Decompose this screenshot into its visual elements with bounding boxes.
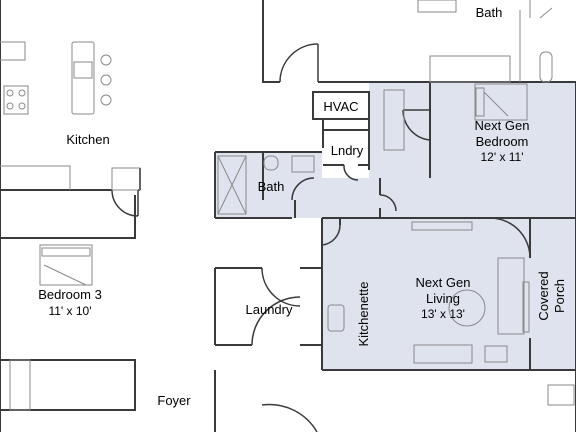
kitchenette-label: Kitchenette <box>356 281 371 346</box>
covered-porch-label-2: Porch <box>552 279 567 313</box>
nextgen-bedroom-label-2: Bedroom <box>476 134 529 149</box>
laundry-label: Laundry <box>246 302 293 317</box>
nextgen-bedroom-size: 12' x 11' <box>480 150 523 164</box>
lndry-label: Lndry <box>331 143 364 158</box>
bath-top-label: Bath <box>476 5 503 20</box>
bedroom3-label: Bedroom 3 <box>38 287 102 302</box>
covered-porch-label-1: Covered <box>536 271 551 320</box>
door-swings <box>111 43 531 432</box>
nextgen-living-label-2: Living <box>426 291 460 306</box>
kitchen-label: Kitchen <box>66 132 109 147</box>
fixtures <box>0 0 575 411</box>
nextgen-living-size: 13' x 13' <box>421 307 465 321</box>
bedroom3-size: 11' x 10' <box>48 304 91 318</box>
hvac-label: HVAC <box>323 99 358 114</box>
foyer-label: Foyer <box>157 393 191 408</box>
nextgen-bedroom-label-1: Next Gen <box>475 118 530 133</box>
bath-small-label: Bath <box>258 179 285 194</box>
nextgen-suite-fill <box>215 82 576 370</box>
nextgen-living-label-1: Next Gen <box>416 275 471 290</box>
